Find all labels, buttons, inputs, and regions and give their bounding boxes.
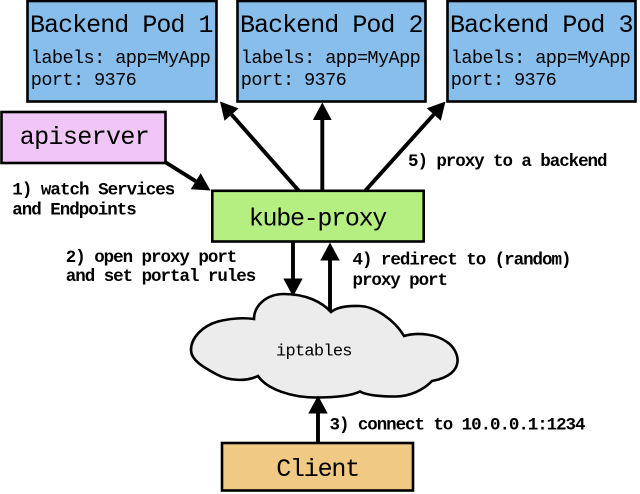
svg-text:Backend Pod 1: Backend Pod 1 [30, 11, 214, 40]
svg-text:and Endpoints: and Endpoints [12, 200, 137, 220]
svg-text:port: 9376: port: 9376 [31, 70, 137, 91]
svg-text:Backend Pod 2: Backend Pod 2 [240, 11, 424, 40]
svg-text:5) proxy to a backend: 5) proxy to a backend [408, 152, 608, 172]
svg-text:Backend Pod 3: Backend Pod 3 [450, 11, 634, 40]
svg-text:port: 9376: port: 9376 [451, 70, 557, 91]
svg-text:3) connect to 10.0.0.1:1234: 3) connect to 10.0.0.1:1234 [330, 416, 586, 436]
svg-text:kube-proxy: kube-proxy [249, 205, 387, 234]
svg-text:labels: app=MyApp: labels: app=MyApp [451, 48, 631, 69]
svg-text:4) redirect to (random): 4) redirect to (random) [353, 251, 572, 271]
svg-text:and set portal rules: and set portal rules [66, 267, 256, 287]
svg-text:1) watch Services: 1) watch Services [12, 181, 175, 201]
svg-text:iptables: iptables [276, 343, 353, 362]
svg-text:proxy port: proxy port [353, 271, 449, 291]
svg-text:labels: app=MyApp: labels: app=MyApp [241, 48, 421, 69]
svg-text:2) open proxy port: 2) open proxy port [66, 248, 238, 268]
svg-text:labels: app=MyApp: labels: app=MyApp [31, 48, 211, 69]
svg-text:Client: Client [276, 455, 360, 484]
svg-text:port: 9376: port: 9376 [241, 70, 347, 91]
svg-text:apiserver: apiserver [20, 123, 150, 152]
